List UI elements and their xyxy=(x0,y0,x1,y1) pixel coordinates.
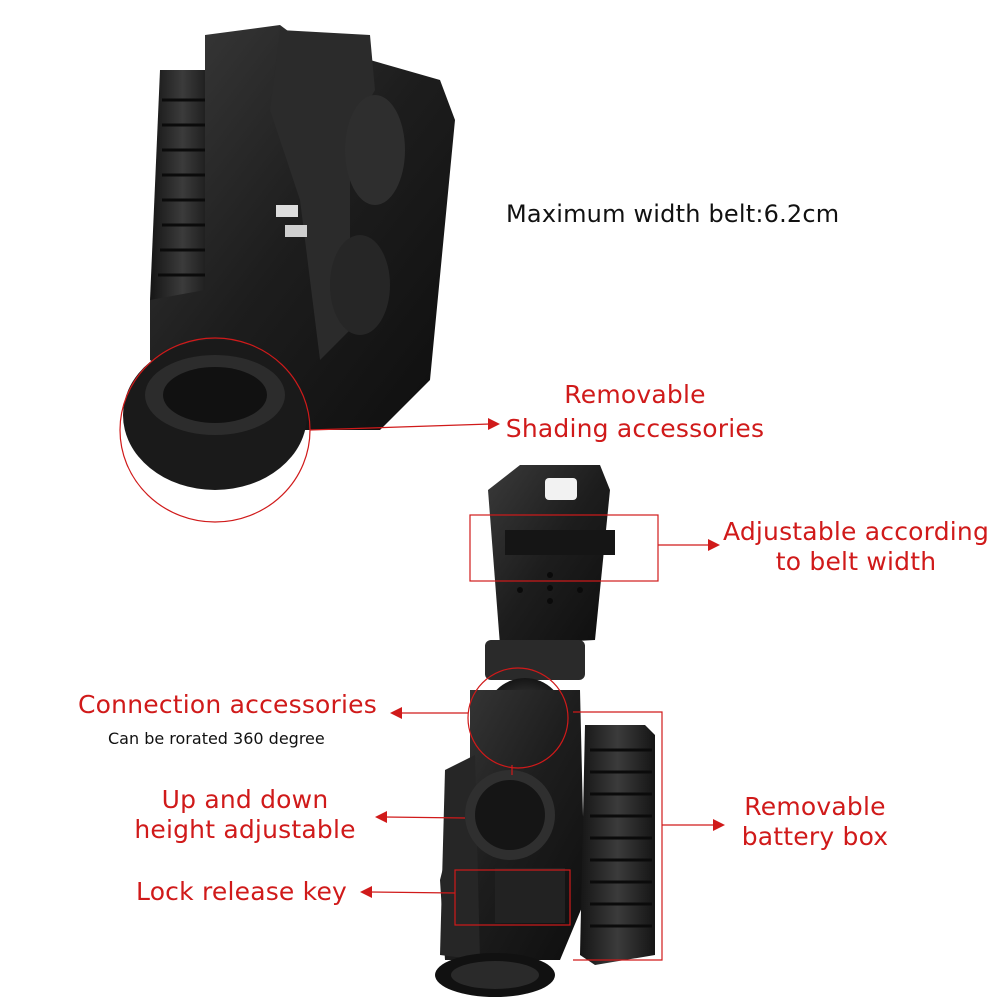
holster-top-view xyxy=(123,25,455,490)
lock-release-label: Lock release key xyxy=(136,877,348,906)
belt-adjust-box xyxy=(469,514,659,582)
battery-label-line1: Removable xyxy=(744,792,886,821)
connection-label: Connection accessories xyxy=(78,690,377,719)
max-belt-width-text: Maximum width belt:6.2cm xyxy=(506,200,840,228)
shading-label-line2: Shading accessories xyxy=(505,414,765,443)
lock-key-box xyxy=(454,869,571,926)
battery-box-bracket xyxy=(573,711,663,961)
height-label-line1: Up and down xyxy=(161,785,329,814)
connection-highlight-circle xyxy=(467,667,569,769)
shading-label-line1: Removable xyxy=(564,380,706,409)
height-label-line2: height adjustable xyxy=(134,815,356,844)
shading-arrow xyxy=(309,423,491,431)
battery-label-line2: battery box xyxy=(741,822,889,851)
belt-adjust-label-line1: Adjustable according xyxy=(722,517,990,546)
belt-adjust-label-line2: to belt width xyxy=(775,547,937,576)
holster-bottom-view xyxy=(435,465,655,997)
connection-note: Can be rorated 360 degree xyxy=(108,729,325,748)
